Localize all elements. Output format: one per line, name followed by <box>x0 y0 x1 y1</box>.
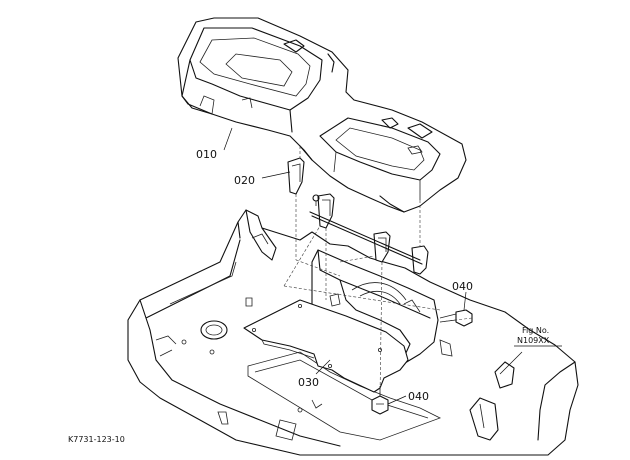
bolt-040-lower <box>371 386 389 415</box>
label-010: 010 <box>196 148 217 161</box>
console-cover-010 <box>177 17 467 213</box>
leader-lines <box>223 127 562 405</box>
bracket-set-020 <box>287 157 429 275</box>
bolt-040-upper <box>439 309 473 327</box>
label-040-lower: 040 <box>408 390 429 403</box>
figure-ref-number: N109XX <box>517 336 550 345</box>
drawing-code: K7731-123-10 <box>68 435 125 444</box>
label-020: 020 <box>234 174 255 187</box>
figure-ref-line1: Fig.No. <box>522 326 549 335</box>
assembly-guide-lines <box>283 146 473 397</box>
label-030: 030 <box>298 376 319 389</box>
label-040-upper: 040 <box>452 280 473 293</box>
